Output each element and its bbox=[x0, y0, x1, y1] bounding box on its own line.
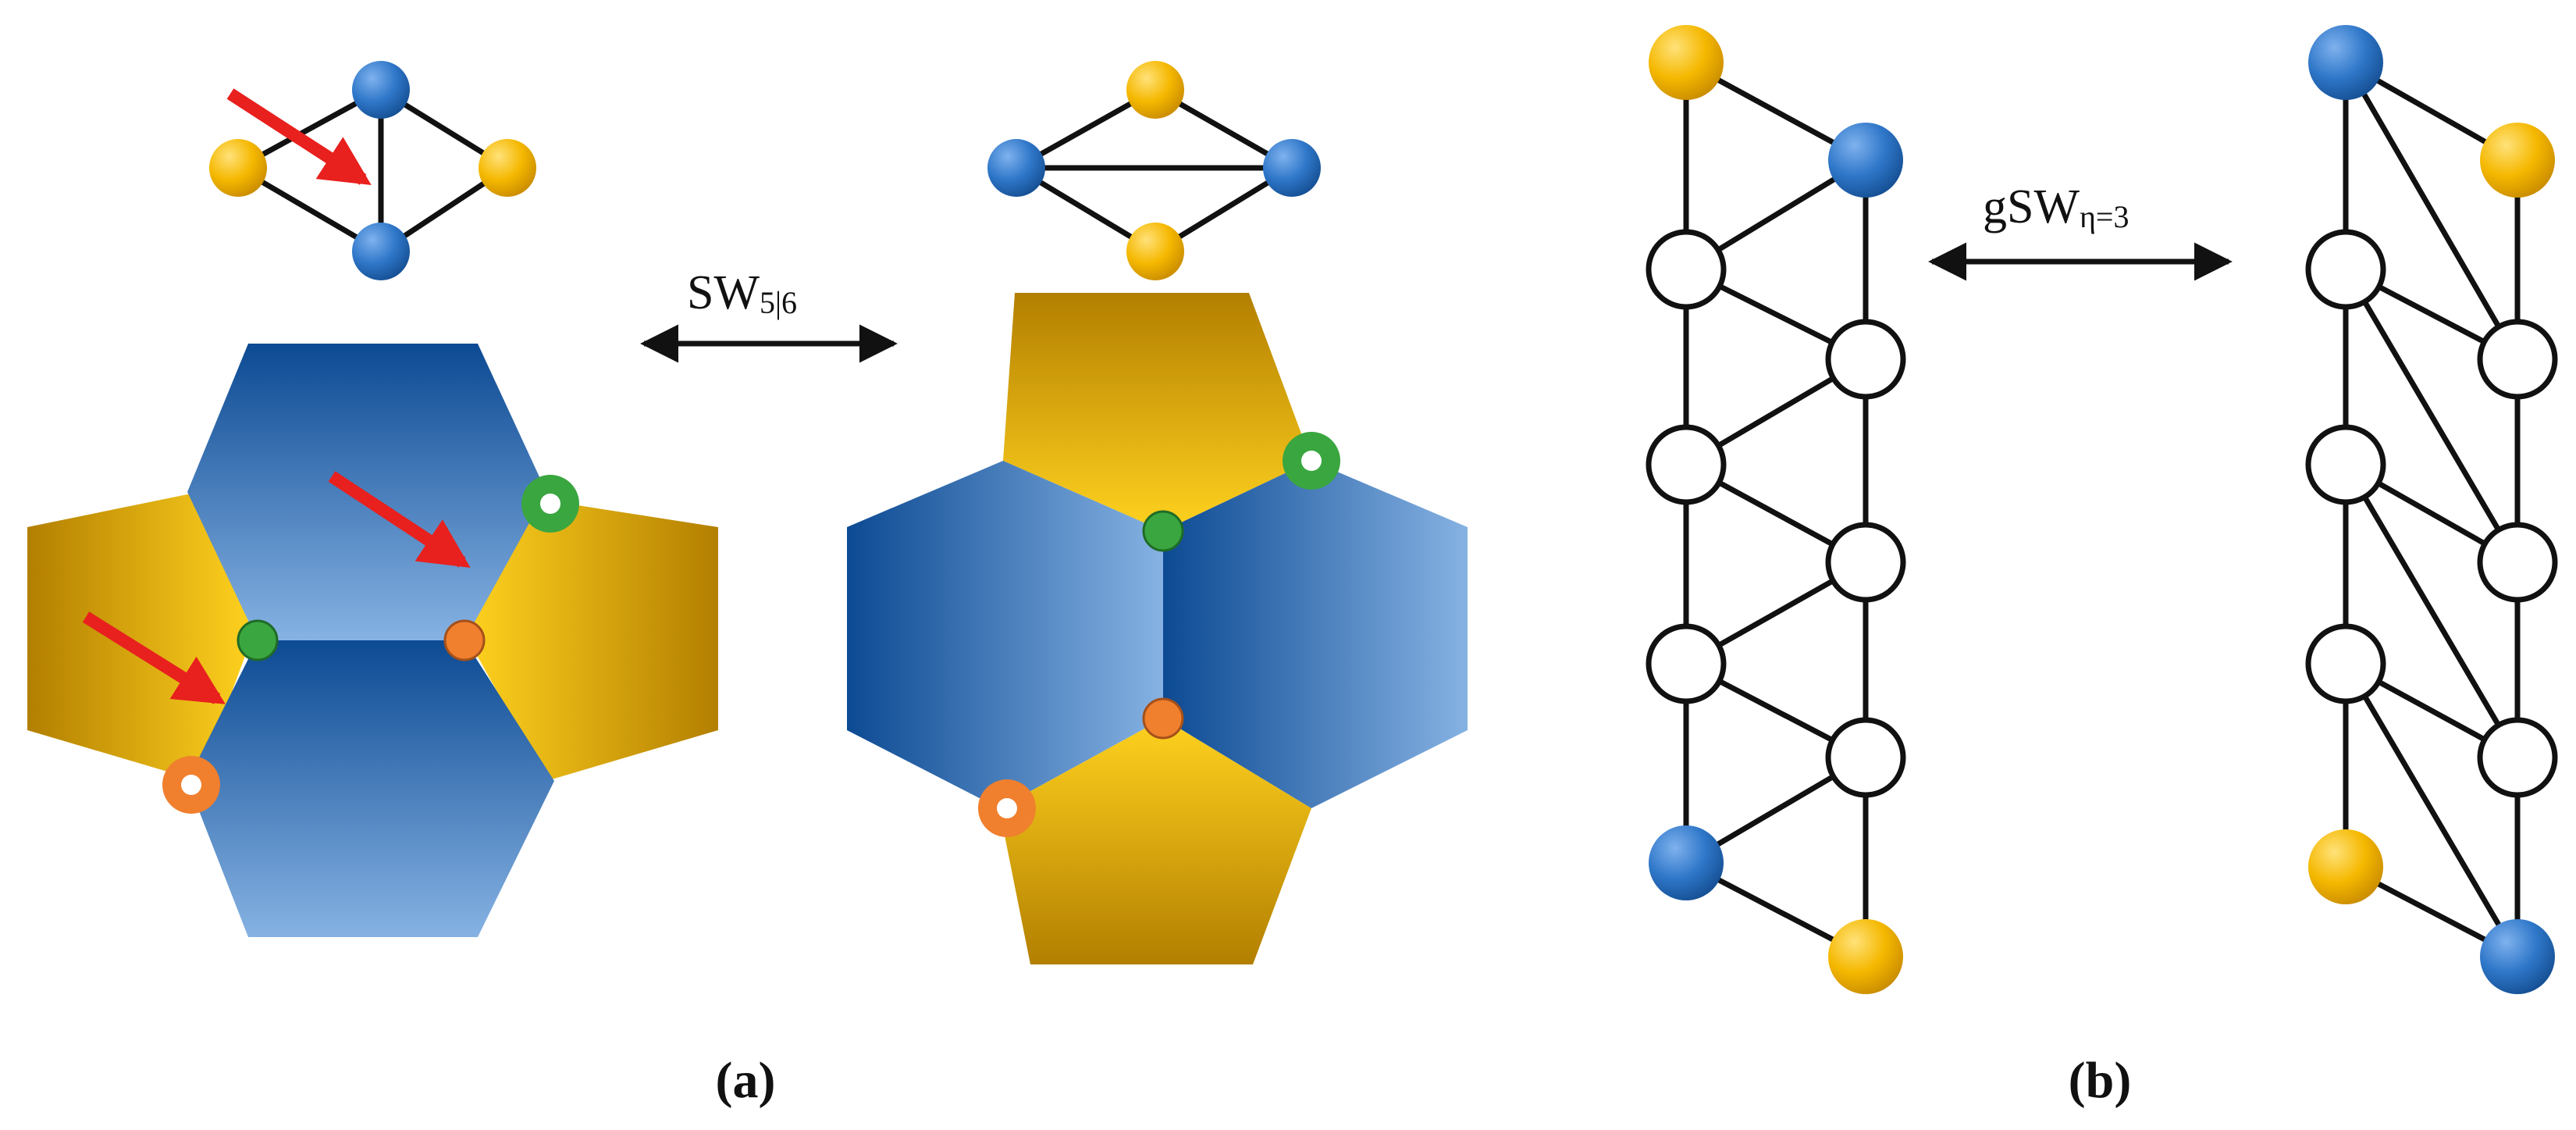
chain-edge bbox=[2343, 266, 2521, 565]
yellow-node bbox=[1649, 25, 1724, 100]
orange-vertex-dot bbox=[1142, 697, 1184, 740]
blue-node bbox=[2480, 919, 2555, 994]
panel-a-label: (a) bbox=[716, 1052, 776, 1109]
yellow-pentagon bbox=[27, 492, 254, 781]
blue-hexagon bbox=[187, 640, 554, 937]
chain-node bbox=[1825, 319, 1906, 400]
chain-node bbox=[1825, 522, 1906, 603]
yellow-node bbox=[479, 139, 536, 197]
chain-node bbox=[1646, 229, 1727, 310]
sw-transform-label: SW5|6 bbox=[687, 266, 797, 320]
orange-vertex-dot bbox=[443, 619, 486, 661]
chain-node bbox=[1646, 623, 1727, 704]
chain-node bbox=[2477, 522, 2558, 603]
green-vertex-dot bbox=[1142, 510, 1184, 552]
chain-node bbox=[2305, 229, 2386, 310]
blue-node bbox=[1263, 139, 1321, 197]
chain-node bbox=[2305, 424, 2386, 505]
blue-node bbox=[352, 61, 410, 119]
blue-hexagon bbox=[847, 461, 1163, 808]
yellow-node bbox=[2480, 123, 2555, 198]
yellow-node bbox=[209, 139, 267, 197]
yellow-node bbox=[1126, 61, 1184, 119]
yellow-node bbox=[2308, 829, 2383, 904]
chain-before bbox=[1646, 25, 1906, 994]
graph-after bbox=[987, 61, 1321, 280]
red-arrow bbox=[226, 88, 372, 185]
yellow-node bbox=[1126, 223, 1184, 280]
chain-node bbox=[1646, 424, 1727, 505]
panel-b: gSWη=3 (b) bbox=[1646, 25, 2558, 1109]
blue-node bbox=[1828, 123, 1903, 198]
graph-before bbox=[209, 61, 536, 280]
blue-node bbox=[2308, 25, 2383, 100]
orange-ring-center bbox=[997, 798, 1017, 818]
red-arrow bbox=[328, 471, 471, 569]
chain-edge bbox=[2343, 462, 2521, 761]
yellow-pentagon bbox=[1003, 293, 1311, 531]
gsw-transform-label: gSWη=3 bbox=[1983, 180, 2129, 234]
green-vertex-dot bbox=[237, 619, 279, 661]
blue-node bbox=[1649, 825, 1724, 900]
chain-edge bbox=[2343, 661, 2521, 960]
chain-node bbox=[2477, 717, 2558, 798]
chain-node bbox=[2305, 623, 2386, 704]
yellow-pentagon bbox=[999, 718, 1311, 964]
panel-b-label: (b) bbox=[2069, 1052, 2132, 1109]
chain-after bbox=[2305, 25, 2558, 994]
chain-node bbox=[2477, 319, 2558, 400]
yellow-node bbox=[1828, 919, 1903, 994]
chain-node bbox=[1825, 717, 1906, 798]
chain-edge bbox=[2343, 59, 2521, 362]
green-ring-center bbox=[540, 494, 560, 514]
green-ring-center bbox=[1301, 451, 1322, 471]
blue-node bbox=[352, 223, 410, 280]
red-arrow bbox=[82, 611, 226, 704]
orange-ring-center bbox=[181, 775, 201, 795]
tiling-after bbox=[847, 293, 1468, 964]
yellow-pentagon bbox=[464, 492, 718, 781]
blue-hexagon bbox=[1163, 461, 1468, 808]
blue-node bbox=[987, 139, 1045, 197]
tiling-before bbox=[27, 344, 718, 937]
panel-a: SW5|6 (a) bbox=[27, 61, 1468, 1109]
